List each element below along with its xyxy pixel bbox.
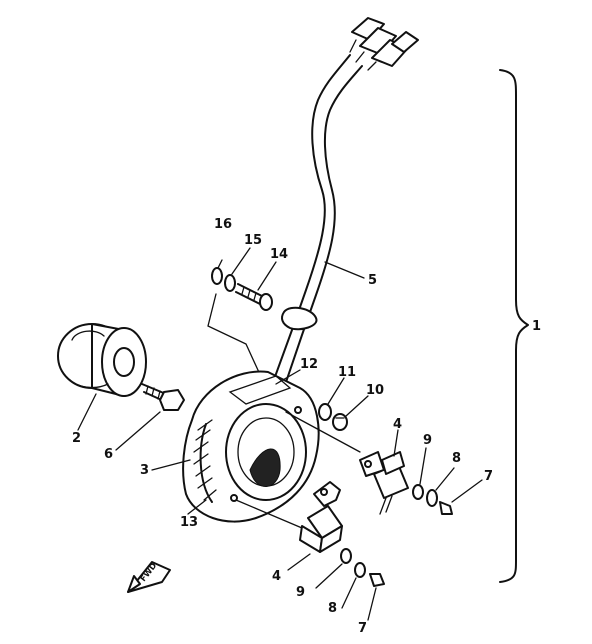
plate-screw-set: [318, 377, 369, 431]
stator-plate: [151, 369, 361, 529]
callout-14: 14: [270, 247, 288, 262]
forward-arrow: FWD: [127, 561, 171, 593]
callout-10: 10: [366, 383, 384, 398]
callout-9-lower: 9: [296, 585, 305, 600]
pickup-coil-lower: [287, 481, 343, 571]
coil-screw-set-lower: [315, 548, 385, 621]
assembly-brace: [499, 69, 529, 583]
harness-connector-block: [349, 17, 419, 71]
wire-harness: [271, 17, 419, 389]
callout-9-upper: 9: [423, 433, 432, 448]
callout-15: 15: [244, 233, 262, 248]
callout-12: 12: [300, 357, 318, 372]
stator-screw-set: [207, 247, 277, 393]
callout-2: 2: [72, 431, 81, 446]
coil-screw-set-upper: [412, 447, 483, 515]
callout-3: 3: [140, 463, 149, 478]
callout-4-upper: 4: [393, 417, 402, 432]
callout-7-upper: 7: [484, 469, 493, 484]
callout-13: 13: [180, 515, 198, 530]
callout-11: 11: [338, 365, 356, 380]
callout-16: 16: [214, 217, 232, 232]
callout-8-upper: 8: [452, 451, 461, 466]
callout-4-lower: 4: [272, 569, 281, 584]
grommet: [281, 306, 318, 331]
pickup-coil-upper: [359, 429, 409, 515]
callout-1: 1: [532, 319, 541, 334]
callout-8-lower: 8: [328, 601, 337, 616]
callout-6: 6: [104, 447, 113, 462]
rotor-flywheel: [57, 323, 147, 431]
rotor-bolt: [115, 383, 185, 451]
callout-7-lower: 7: [358, 621, 367, 636]
callout-5: 5: [368, 273, 377, 288]
